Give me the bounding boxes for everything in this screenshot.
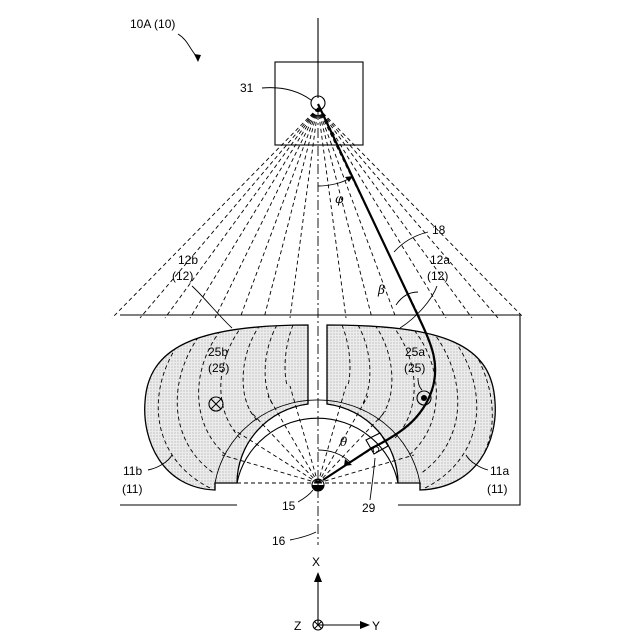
isocenter-label: 15 <box>282 499 296 513</box>
phi-label: φ <box>335 192 344 206</box>
theta-label: θ <box>340 435 348 449</box>
y-axis-label: Y <box>372 619 380 633</box>
coil-b-label: 25b <box>208 345 228 359</box>
magnet-a-label: 12a <box>430 253 450 267</box>
yoke-a-parent-label: (11) <box>487 482 507 496</box>
magnet-a-leader <box>400 286 437 328</box>
magnet-b-leader <box>192 286 232 328</box>
x-axis-arrowhead <box>314 572 322 582</box>
coil-a-label: 25a <box>405 345 425 359</box>
isocenter-leader <box>298 490 313 502</box>
source-housing <box>275 62 363 145</box>
z-axis-label: Z <box>294 619 301 633</box>
magnet-b-label: 12b <box>178 253 198 267</box>
source-label: 31 <box>240 81 254 95</box>
field-out-dot <box>421 395 427 401</box>
yoke-b-label: 11b <box>123 464 142 478</box>
magnet-a-parent-label: (12) <box>427 269 448 283</box>
source-leader <box>262 88 311 100</box>
detector-hook <box>373 447 379 452</box>
source-point <box>311 96 325 110</box>
x-axis-label: X <box>312 555 320 569</box>
magnet-b-parent-label: (12) <box>172 269 193 283</box>
detector-label: 29 <box>362 501 376 515</box>
figure-title: 10A (10) <box>130 17 175 31</box>
axis-leader <box>290 532 316 540</box>
title-arrowhead <box>194 54 201 62</box>
coil-b-parent-label: (25) <box>208 361 229 375</box>
yoke-b-parent-label: (11) <box>122 482 142 496</box>
beam-label: 18 <box>432 223 446 237</box>
phi-arrowhead <box>345 176 353 182</box>
yoke-a-label: 11a <box>490 464 509 478</box>
detector-leader <box>370 458 375 500</box>
axis-label: 16 <box>272 534 286 548</box>
coil-a-parent-label: (25) <box>404 361 425 375</box>
isocenter-half <box>312 485 324 491</box>
y-axis-arrowhead <box>360 621 370 629</box>
beta-label: β <box>377 283 385 297</box>
